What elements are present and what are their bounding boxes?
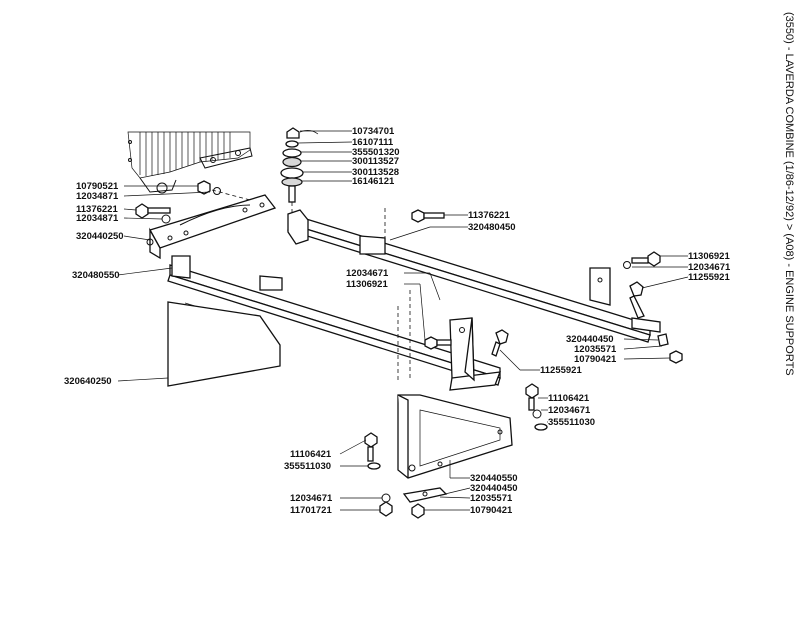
- lower-right-fasteners: [525, 383, 548, 431]
- lower-triangular-bracket: [397, 394, 513, 479]
- lower-long-rail: [167, 255, 501, 386]
- label-300113528: 300113528: [352, 167, 399, 178]
- label-11701721: 11701721: [290, 505, 332, 516]
- label-320440450-a: 320440450: [566, 334, 614, 345]
- large-gusset-plate: [167, 301, 281, 387]
- label-300113527: 300113527: [352, 156, 399, 167]
- label-11306921-a: 11306921: [346, 279, 388, 290]
- label-16107111: 16107111: [352, 137, 394, 148]
- bottom-foot-plate: [402, 487, 448, 519]
- label-10734701: 10734701: [352, 126, 395, 137]
- label-355511030-b: 355511030: [284, 461, 331, 472]
- label-11255921-a: 11255921: [688, 272, 730, 283]
- label-355511030-a: 355511030: [548, 417, 595, 428]
- label-355501320: 355501320: [352, 147, 400, 158]
- label-12034671-d: 12034671: [290, 493, 333, 504]
- engine-block-illustration: [127, 131, 253, 194]
- page-side-title: (3550) - LAVERDA COMBINE (1/86-12/92) > …: [783, 12, 795, 376]
- upper-long-rail: [287, 208, 661, 343]
- label-11376221-a: 11376221: [76, 204, 118, 215]
- label-320440450-b: 320440450: [470, 483, 518, 494]
- center-right-bracket: [424, 317, 509, 391]
- label-12034671-a: 12034671: [346, 268, 389, 279]
- part-labels: 10734701 16107111 355501320 300113527 30…: [64, 126, 731, 516]
- label-320480550: 320480550: [72, 270, 120, 281]
- leader-lines: [117, 130, 689, 511]
- label-11255921-b: 11255921: [540, 365, 582, 376]
- label-320440250: 320440250: [76, 231, 124, 242]
- left-bolts: [135, 180, 251, 224]
- lower-left-fasteners: [364, 432, 393, 517]
- rubber-mount-stack: [280, 127, 319, 225]
- label-11306921-b: 11306921: [688, 251, 730, 262]
- upper-bolt: [411, 209, 445, 223]
- label-12035571-a: 12035571: [574, 344, 617, 355]
- left-front-bracket: [146, 194, 277, 260]
- label-12034871-b: 12034871: [76, 213, 119, 224]
- label-12034671-c: 12034671: [548, 405, 591, 416]
- label-10790421-b: 10790421: [470, 505, 513, 516]
- label-10790521: 10790521: [76, 181, 119, 192]
- label-320640250: 320640250: [64, 376, 112, 387]
- label-320480450: 320480450: [468, 222, 516, 233]
- label-11106421-b: 11106421: [290, 449, 332, 460]
- label-12035571-b: 12035571: [470, 493, 513, 504]
- right-top-fasteners: [623, 251, 683, 364]
- label-12034671-b: 12034671: [688, 262, 731, 273]
- label-320440550: 320440550: [470, 473, 518, 484]
- label-12034871-a: 12034871: [76, 191, 119, 202]
- label-10790421-a: 10790421: [574, 354, 617, 365]
- label-11376221-b: 11376221: [468, 210, 510, 221]
- label-11106421-a: 11106421: [548, 393, 590, 404]
- label-16146121: 16146121: [352, 176, 395, 187]
